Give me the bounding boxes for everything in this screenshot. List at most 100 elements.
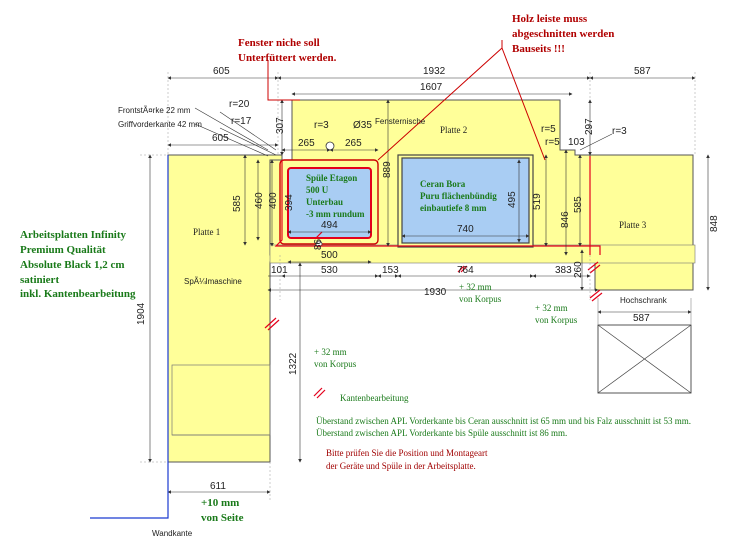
ceran-inner [401,157,530,244]
dim-587-top: 587 [634,66,651,77]
note-material-line-5: inkl. Kantenbearbeitung [20,288,136,301]
dim-530: 530 [321,265,338,276]
sink-label-line-1: Spüle Etagon [306,173,358,183]
note-korpus-1: + 32 mm von Korpus [314,347,356,370]
dim-460: 460 [254,192,265,209]
ceran-label: Ceran Bora Puru flächenbündig einbautief… [420,178,497,214]
note-seite-line-1: +10 mm [201,497,240,509]
note-holz: Holz leiste muss abgeschnitten werden Ba… [512,12,614,57]
dim-400: 400 [268,192,279,209]
note-seite: +10 mm von Seite [201,496,243,526]
note-korpus-1-line-2: von Korpus [314,358,357,369]
dim-diameter: Ø35 [353,120,372,131]
note-korpus-3: + 32 mm von Korpus [535,303,577,326]
note-korpus-3-line-1: + 32 mm [535,303,568,313]
sink-inner [287,167,372,239]
note-holz-line-2: abgeschnitten werden [512,27,615,40]
note-pruefen-line-2: der Geräte und Spüle in der Arbeitsplatt… [326,461,476,472]
dim-394: 394 [284,194,295,211]
note-ueberstand-line-1: Überstand zwischen APL Vorderkante bis C… [316,416,692,426]
dim-r3-a: r=3 [314,120,329,131]
label-dishwasher: SpÃ¼lmaschine [184,277,242,286]
note-wandkante: Wandkante [152,529,193,538]
dim-585-left: 585 [232,195,243,212]
dim-86: 86 [313,238,324,250]
dim-1607: 1607 [420,82,443,93]
dim-500: 500 [321,250,338,261]
note-material-line-3: Absolute Black 1,2 cm [20,258,125,271]
note-material: Arbeitsplatten Infinity Premium Qualität… [20,228,136,302]
label-plate-2: Platte 2 [440,125,468,135]
dim-265-a: 265 [298,138,315,149]
dim-r5-a: r=5 [541,124,556,135]
dim-740: 740 [457,224,474,235]
dim-r20: r=20 [229,99,250,110]
label-plate-1: Platte 1 [193,227,221,237]
dim-519: 519 [532,193,543,210]
dim-103: 103 [568,137,585,148]
dim-260: 260 [573,261,584,278]
note-korpus-2-line-2: von Korpus [459,293,502,304]
dim-153: 153 [382,265,399,276]
ceran-label-line-1: Ceran Bora [420,179,466,189]
label-plate-3: Platte 3 [619,220,647,230]
sink-cutout [279,141,379,248]
note-material-line-4: satiniert [20,273,60,286]
note-kanten-legend: Kantenbearbeitung [340,393,409,403]
dim-848: 848 [709,215,720,232]
wall-marks [90,155,169,519]
note-pruefen: Bitte prüfen Sie die Position und Montag… [326,447,487,473]
dim-297: 297 [584,118,595,135]
tap-hole [325,141,335,151]
dim-846: 846 [560,211,571,228]
note-holz-line-3: Bauseits !!! [512,42,565,55]
note-ueberstand: Überstand zwischen APL Vorderkante bis C… [316,416,691,439]
note-fenster-line-1: Fenster niche soll [238,37,320,49]
dim-605-mid: 605 [212,133,229,144]
note-leaders [267,40,546,161]
tall-cabinet [597,298,692,394]
note-seite-line-2: von Seite [201,511,244,524]
dim-764: 764 [457,265,474,276]
ceran-label-line-2: Puru flächenbündig [420,191,497,202]
label-window-niche: Fensternische [375,117,426,126]
note-fenster-line-2: Unterfüttert werden. [238,51,337,64]
sink-label-line-2: 500 U [306,185,329,196]
guide-lines [140,72,696,500]
note-frontstaerke: FrontstÃ¤rke 22 mm [118,106,191,115]
dim-1322: 1322 [288,352,299,375]
dim-611: 611 [210,481,226,492]
dim-494: 494 [321,220,338,231]
dim-889: 889 [382,161,393,178]
dim-1932: 1932 [423,66,446,77]
dim-1904: 1904 [136,302,147,325]
dim-265-b: 265 [345,138,362,149]
dim-r17: r=17 [231,116,252,127]
dim-r3-b: r=3 [612,126,627,137]
note-griffvorderkante: Griffvorderkante 42 mm [118,120,202,129]
sink-label: Spüle Etagon 500 U Unterbau -3 mm rundum [306,172,365,221]
dim-101: 101 [271,265,288,276]
note-holz-line-1: Holz leiste muss [512,13,588,25]
note-korpus-2: + 32 mm von Korpus [459,282,501,305]
note-material-line-1: Arbeitsplatten Infinity [20,229,127,241]
note-material-line-2: Premium Qualität [20,243,106,256]
sink-label-line-4: -3 mm rundum [306,209,365,220]
dim-495: 495 [507,191,518,208]
note-pruefen-line-1: Bitte prüfen Sie die Position und Montag… [326,448,488,458]
dim-r5-b: r=5 [545,137,560,148]
note-korpus-3-line-2: von Korpus [535,314,578,325]
label-tall-cabinet: Hochschrank [620,296,667,305]
note-fenster: Fenster niche soll Unterfüttert werden. [238,36,336,66]
small-leaders [194,107,613,157]
worktop-plates [167,99,696,463]
note-ueberstand-line-2: Überstand zwischen APL Vorderkante bis S… [316,427,568,438]
edge-lines [264,156,603,399]
sink-label-line-3: Unterbau [306,197,344,208]
ceran-label-line-3: einbautiefe 8 mm [420,203,487,214]
dim-587-bottom: 587 [633,313,650,324]
note-korpus-1-line-1: + 32 mm [314,347,347,357]
dim-383: 383 [555,265,572,276]
dim-605-top: 605 [213,66,230,77]
